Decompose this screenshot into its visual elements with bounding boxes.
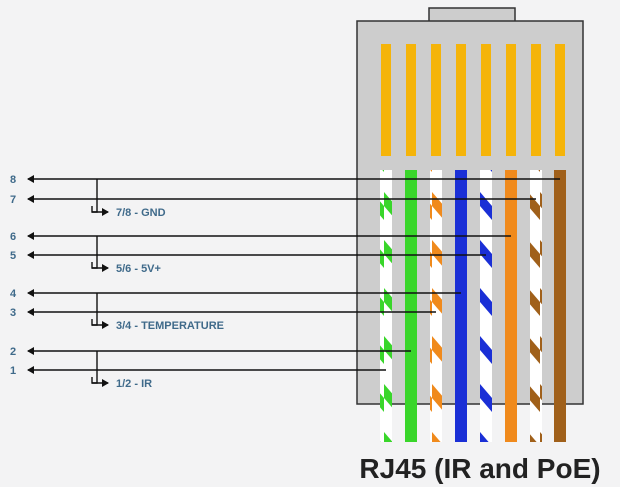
gold-contacts [381, 44, 565, 156]
pin-number-4: 4 [10, 288, 17, 300]
group-brackets: 7/8 - GND 5/6 - 5V+ 3/4 - TEMPERATURE 1/2 -… [91, 179, 224, 390]
group-bracket: 3/4 - TEMPERATURE [91, 293, 224, 332]
group-label: 7/8 - GND [116, 207, 166, 219]
contact-pin-8 [555, 44, 565, 156]
wire-white-brown [530, 170, 542, 442]
pin-number-5: 5 [10, 250, 16, 262]
group-bracket: 1/2 - IR [91, 351, 152, 390]
wire-white-blue [480, 170, 492, 442]
wire-green [405, 170, 417, 442]
pin-number-1: 1 [10, 365, 16, 377]
wire-white-orange [430, 170, 442, 442]
contact-pin-5 [481, 44, 491, 156]
contact-pin-7 [531, 44, 541, 156]
wire-brown [554, 170, 566, 442]
wire-bundle [380, 170, 566, 442]
group-label: 1/2 - IR [116, 378, 152, 390]
wire-orange [505, 170, 517, 442]
diagram-title: RJ45 (IR and PoE) [359, 453, 600, 484]
group-bracket: 5/6 - 5V+ [91, 236, 161, 275]
contact-pin-3 [431, 44, 441, 156]
group-bracket: 7/8 - GND [91, 179, 166, 219]
contact-pin-1 [381, 44, 391, 156]
pin-number-2: 2 [10, 346, 16, 358]
group-label: 5/6 - 5V+ [116, 263, 161, 275]
pin-number-labels: 8 7 6 5 4 3 2 1 [10, 174, 17, 377]
connector-body [356, 20, 584, 405]
group-label: 3/4 - TEMPERATURE [116, 320, 224, 332]
contact-pin-4 [456, 44, 466, 156]
contact-pin-6 [506, 44, 516, 156]
contact-pin-2 [406, 44, 416, 156]
wire-white-green [380, 170, 392, 442]
pin-number-3: 3 [10, 307, 16, 319]
rj45-connector [356, 7, 584, 405]
pin-number-6: 6 [10, 231, 16, 243]
pin-leads [27, 175, 560, 374]
wire-blue [455, 170, 467, 442]
connector-latch [428, 7, 516, 23]
pin-number-7: 7 [10, 194, 16, 206]
pin-number-8: 8 [10, 174, 16, 186]
